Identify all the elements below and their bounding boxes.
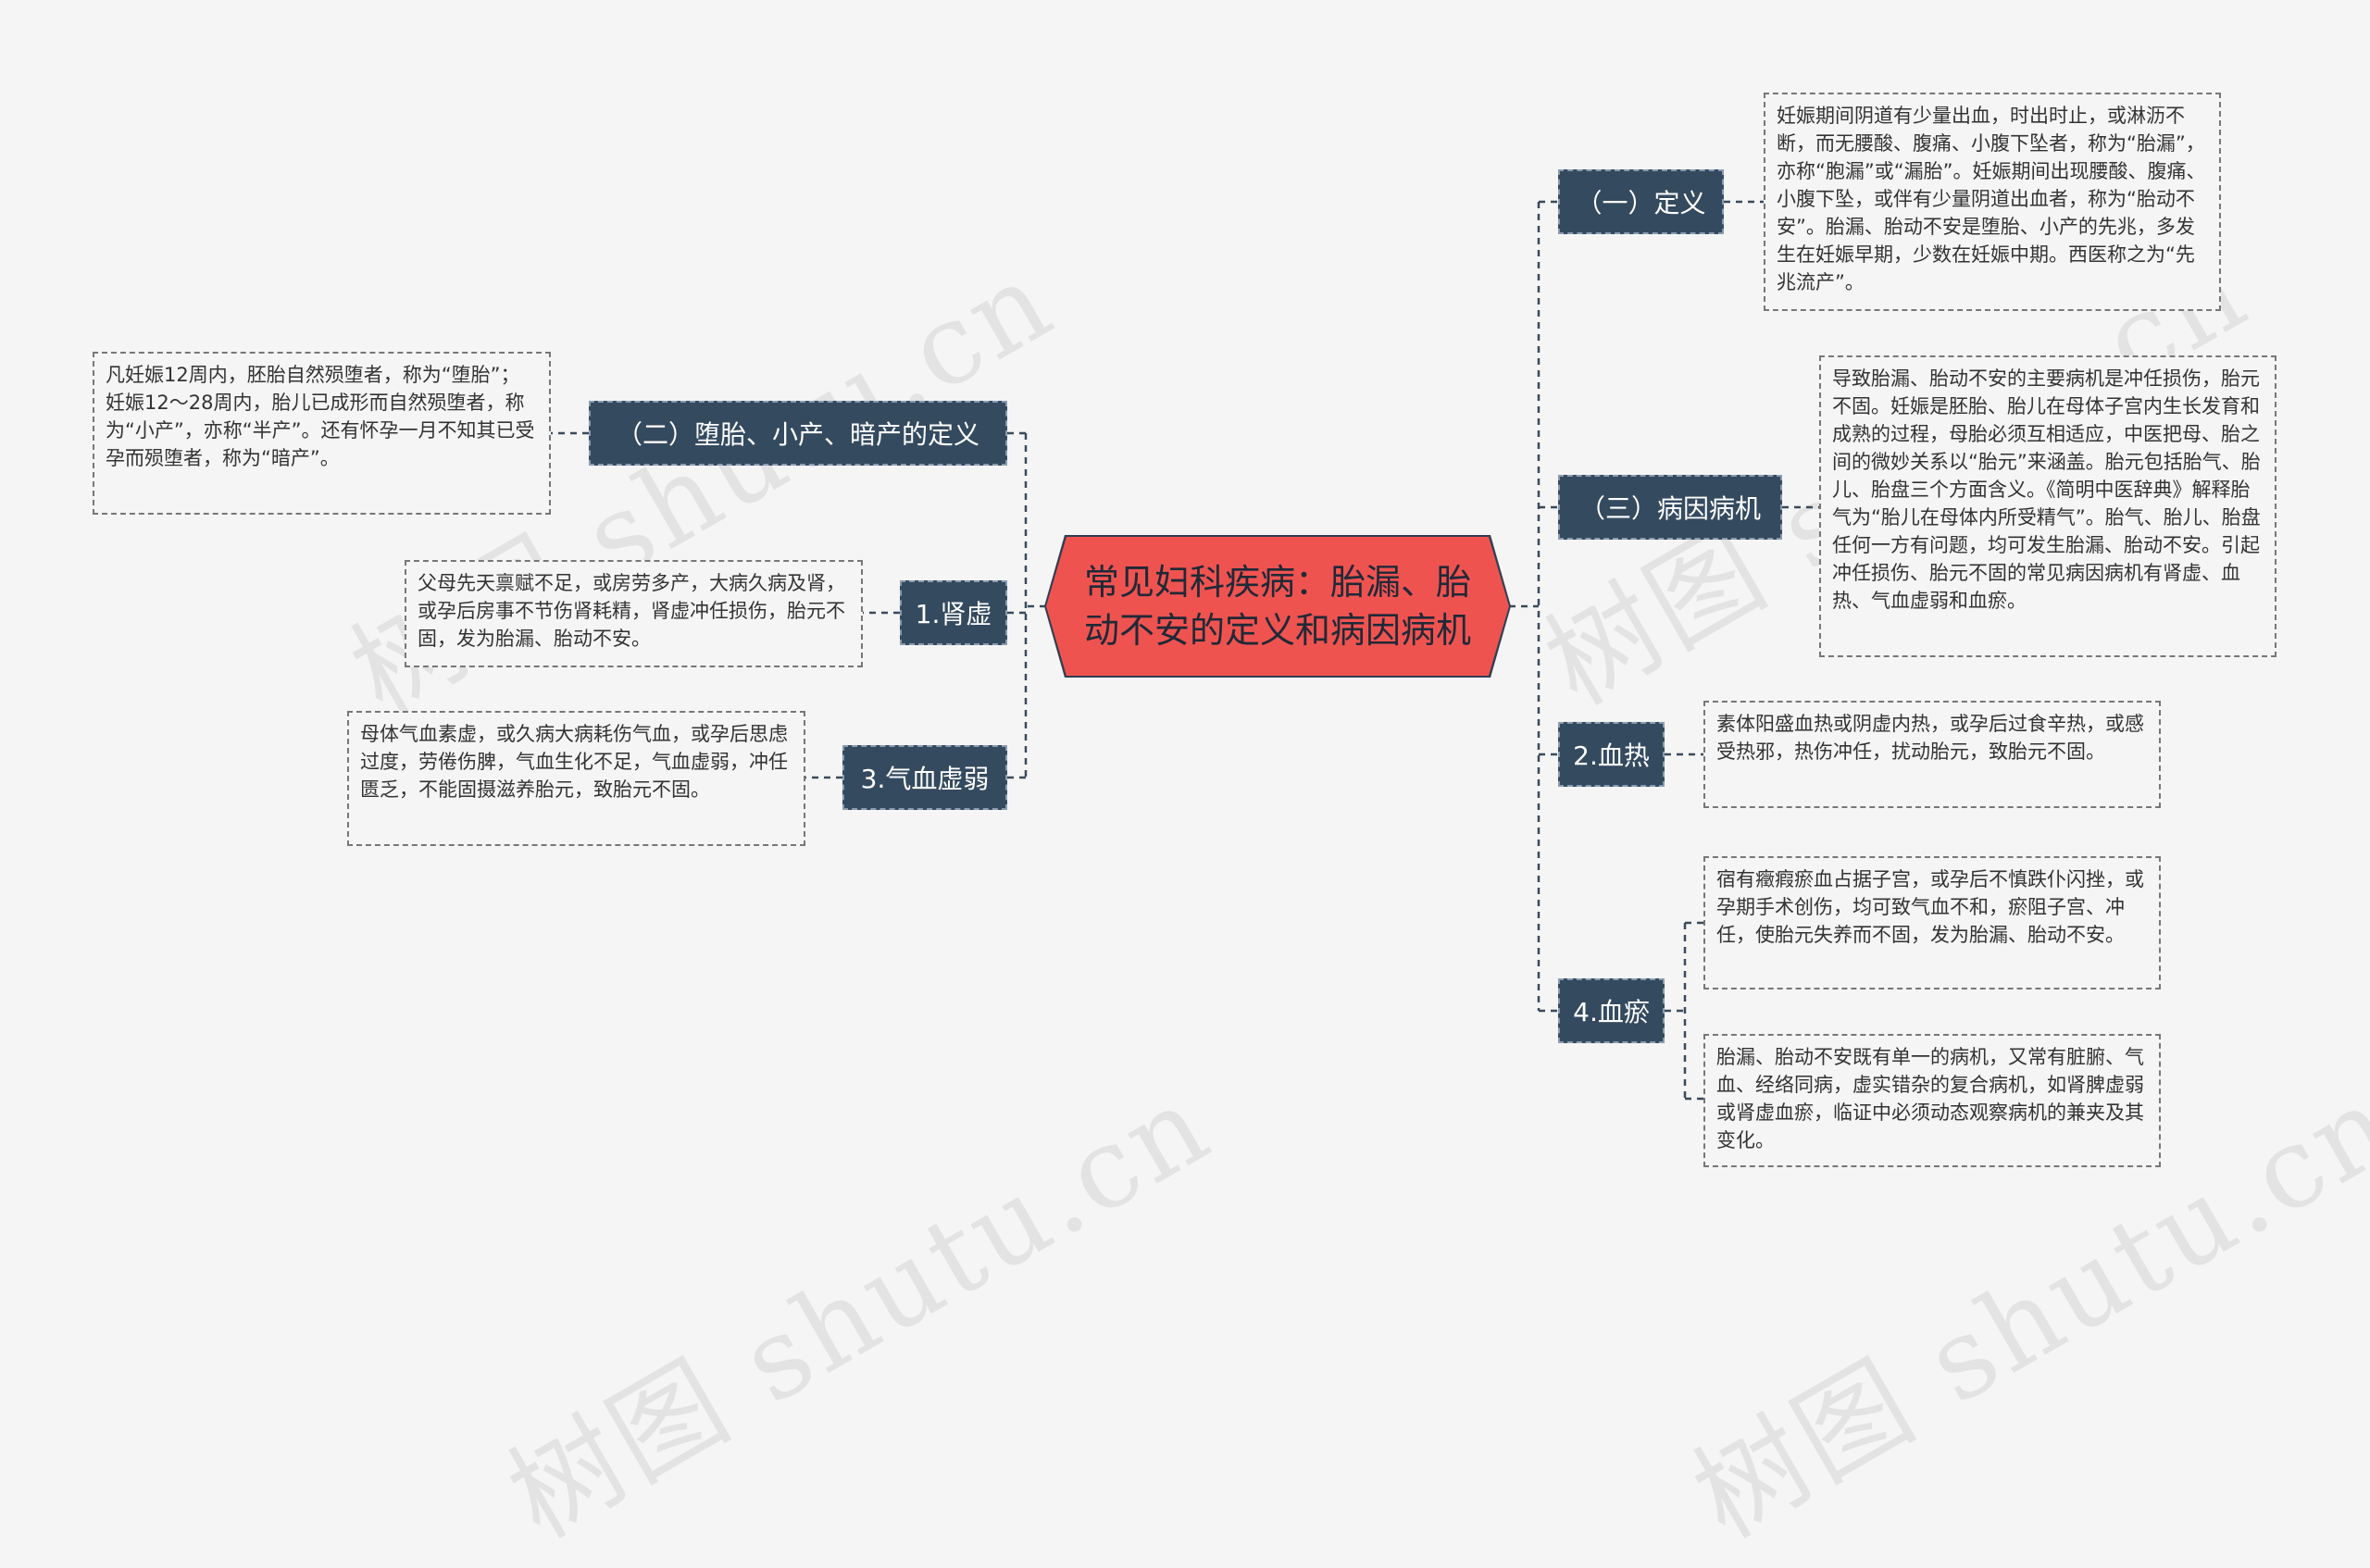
note-miscarriage-definition: 凡妊娠12周内，胚胎自然殒堕者，称为“堕胎”；妊娠12～28周内，胎儿已成形而自… — [93, 352, 551, 515]
topic-qi-blood-weakness-label: 3.气血虚弱 — [860, 764, 990, 794]
topic-definition[interactable]: （一）定义 — [1558, 169, 1724, 234]
note-kidney-deficiency: 父母先天禀赋不足，或房劳多产，大病久病及肾，或孕后房事不节伤肾耗精，肾虚冲任损伤… — [405, 560, 863, 667]
topic-etiology-label: （三）病因病机 — [1578, 493, 1761, 524]
note-blood-stasis-2: 胎漏、胎动不安既有单一的病机，又常有脏腑、气血、经络同病，虚实错杂的复合病机，如… — [1703, 1034, 2161, 1167]
topic-blood-heat[interactable]: 2.血热 — [1558, 722, 1665, 787]
note-etiology: 导致胎漏、胎动不安的主要病机是冲任损伤，胎元不固。妊娠是胚胎、胎儿在母体子宫内生… — [1819, 355, 2276, 657]
topic-qi-blood-weakness[interactable]: 3.气血虚弱 — [842, 745, 1007, 810]
topic-blood-heat-label: 2.血热 — [1573, 740, 1650, 771]
central-topic[interactable]: 常见妇科疾病：胎漏、胎动不安的定义和病因病机 — [1046, 537, 1509, 676]
connectors — [551, 200, 1819, 1101]
topic-kidney-deficiency-label: 1.肾虚 — [915, 599, 992, 629]
topic-blood-stasis-label: 4.血瘀 — [1573, 997, 1650, 1027]
note-blood-stasis-1: 宿有癥瘕瘀血占据子宫，或孕后不慎跌仆闪挫，或孕期手术创伤，均可致气血不和，瘀阻子… — [1703, 856, 2161, 989]
note-qi-blood-weakness: 母体气血素虚，或久病大病耗伤气血，或孕后思虑过度，劳倦伤脾，气血生化不足，气血虚… — [347, 711, 805, 846]
note-blood-heat: 素体阳盛血热或阴虚内热，或孕后过食辛热，或感受热邪，热伤冲任，扰动胎元，致胎元不… — [1703, 701, 2161, 808]
note-definition: 妊娠期间阴道有少量出血，时出时止，或淋沥不断，而无腰酸、腹痛、小腹下坠者，称为“… — [1764, 93, 2221, 311]
topic-miscarriage-definition-label: （二）堕胎、小产、暗产的定义 — [616, 419, 979, 450]
topic-etiology[interactable]: （三）病因病机 — [1558, 475, 1782, 540]
topic-miscarriage-definition[interactable]: （二）堕胎、小产、暗产的定义 — [589, 401, 1007, 466]
topic-definition-label: （一）定义 — [1576, 188, 1706, 218]
mindmap-canvas: 树图 shutu.cn 树图 shutu.cn 树图 shutu.cn 树图 s… — [93, 93, 2370, 1563]
topic-kidney-deficiency[interactable]: 1.肾虚 — [900, 580, 1007, 645]
topic-blood-stasis[interactable]: 4.血瘀 — [1558, 978, 1665, 1043]
central-topic-label: 常见妇科疾病：胎漏、胎动不安的定义和病因病机 — [1083, 562, 1471, 651]
